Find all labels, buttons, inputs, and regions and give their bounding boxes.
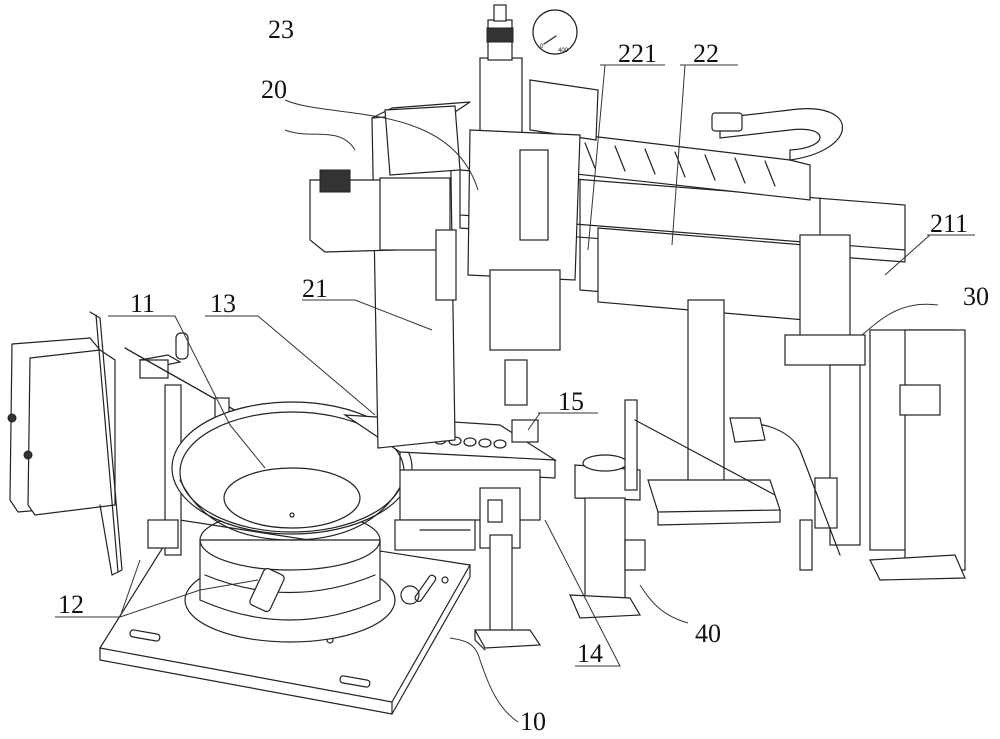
leader-13 bbox=[205, 315, 376, 416]
label-211: 211 bbox=[930, 209, 968, 238]
leader-40 bbox=[639, 584, 689, 624]
transfer-unit bbox=[473, 487, 542, 651]
label-40: 40 bbox=[695, 619, 721, 648]
leader-12 bbox=[55, 559, 259, 618]
gantry bbox=[371, 101, 906, 526]
gauge-min-label: 0 bbox=[540, 44, 544, 50]
control-box bbox=[7, 311, 123, 576]
label-23: 23 bbox=[268, 15, 294, 44]
gauge-max-label: 400 bbox=[558, 48, 569, 54]
label-12: 12 bbox=[58, 590, 84, 619]
leader-11 bbox=[108, 315, 266, 469]
leader-10 bbox=[449, 637, 519, 723]
label-13: 13 bbox=[210, 289, 236, 318]
leader-21 bbox=[302, 299, 433, 331]
press-head: 0 400 bbox=[435, 4, 599, 406]
label-15: 15 bbox=[558, 387, 584, 416]
leader-221 bbox=[587, 64, 665, 251]
leader-lines bbox=[55, 64, 975, 723]
leader-14 bbox=[544, 519, 621, 667]
leader-20 bbox=[284, 129, 356, 151]
label-22: 22 bbox=[693, 39, 719, 68]
leader-23 bbox=[284, 99, 479, 191]
leader-30 bbox=[861, 303, 939, 336]
label-21: 21 bbox=[302, 274, 328, 303]
pressure-gauge bbox=[532, 9, 578, 55]
label-30: 30 bbox=[963, 282, 989, 311]
leader-22 bbox=[671, 64, 738, 246]
cable-chain bbox=[539, 108, 844, 201]
leader-211 bbox=[884, 234, 975, 276]
label-221: 221 bbox=[618, 39, 657, 68]
station-30 bbox=[739, 234, 966, 581]
reference-labels: 23 20 221 22 211 30 21 11 13 15 12 14 40… bbox=[58, 15, 989, 736]
label-14: 14 bbox=[577, 639, 603, 668]
vibratory-bowl bbox=[171, 401, 413, 643]
label-20: 20 bbox=[261, 75, 287, 104]
label-11: 11 bbox=[130, 289, 155, 318]
servo-motor bbox=[309, 169, 451, 253]
label-10: 10 bbox=[520, 707, 546, 736]
leader-15 bbox=[527, 412, 598, 431]
station-40 bbox=[569, 399, 776, 619]
